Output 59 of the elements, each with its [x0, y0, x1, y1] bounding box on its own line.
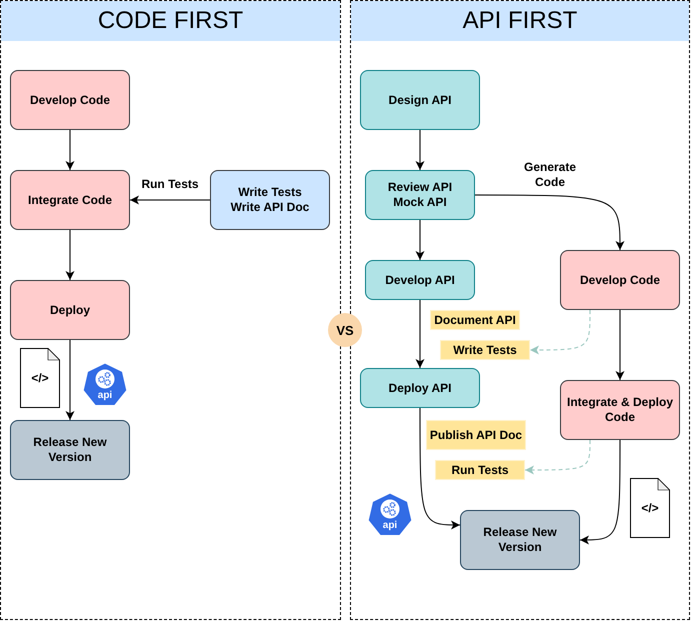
- arrow: [416, 300, 424, 368]
- box-label: Develop Code: [580, 272, 660, 288]
- box-label: Review API: [388, 180, 452, 195]
- arrow: [66, 230, 74, 280]
- heptagon-badge: [367, 492, 413, 538]
- badge-label: VS: [336, 322, 354, 338]
- box-label: Release New Version: [482, 525, 558, 555]
- badge-label: api: [98, 390, 112, 401]
- process-box: [365, 170, 475, 220]
- box-label: Mock API: [393, 195, 447, 210]
- badge-label: api: [382, 520, 398, 531]
- process-box: [460, 510, 580, 570]
- process-box: [360, 70, 480, 130]
- box-label: Integrate & Deploy Code: [566, 395, 674, 425]
- box-label: Write API Doc: [230, 200, 310, 215]
- dashed-arrow: [524, 440, 590, 474]
- process-box: [560, 250, 680, 310]
- arrow: [580, 440, 620, 544]
- process-box: [365, 260, 475, 300]
- heptagon-badge: [82, 362, 128, 408]
- process-box: [360, 368, 480, 408]
- process-box: [10, 420, 130, 480]
- arrow: [130, 196, 210, 204]
- note-tag: [440, 340, 530, 360]
- arrow: [474, 194, 624, 250]
- box-label: Release New Version: [32, 435, 108, 465]
- process-box: [10, 280, 130, 340]
- note-tag: [426, 420, 526, 450]
- arrow: [66, 340, 74, 420]
- process-box: [10, 170, 130, 230]
- box-label: Deploy: [50, 302, 90, 318]
- document-shape: [20, 348, 60, 408]
- box-label: Develop Code: [30, 92, 110, 108]
- box-label: Design API: [388, 92, 452, 108]
- note-tag: [430, 310, 520, 330]
- box-label: Write Tests: [238, 185, 302, 200]
- arrow: [416, 130, 424, 170]
- code-label: </>: [641, 501, 659, 515]
- process-box: [10, 70, 130, 130]
- box-label: Deploy API: [388, 380, 452, 396]
- dashed-arrow: [530, 310, 590, 354]
- arrow: [66, 130, 74, 170]
- panel-heading: API FIRST: [351, 1, 689, 41]
- tag-label: Write Tests: [453, 343, 517, 357]
- process-box: [210, 170, 330, 230]
- panel-heading: CODE FIRST: [1, 1, 340, 41]
- tag-label: Publish API Doc: [430, 428, 522, 442]
- circle-badge: [328, 313, 362, 347]
- code-label: </>: [31, 371, 49, 385]
- arrow: [416, 220, 424, 260]
- document-shape: [630, 478, 670, 538]
- note-tag: [435, 460, 525, 480]
- arrow: [616, 310, 624, 380]
- arrow: [420, 408, 460, 530]
- process-box: [560, 380, 680, 440]
- tag-label: Run Tests: [451, 463, 509, 477]
- box-label: Develop API: [385, 272, 455, 288]
- box-label: Integrate Code: [28, 192, 112, 208]
- tag-label: Document API: [434, 313, 516, 327]
